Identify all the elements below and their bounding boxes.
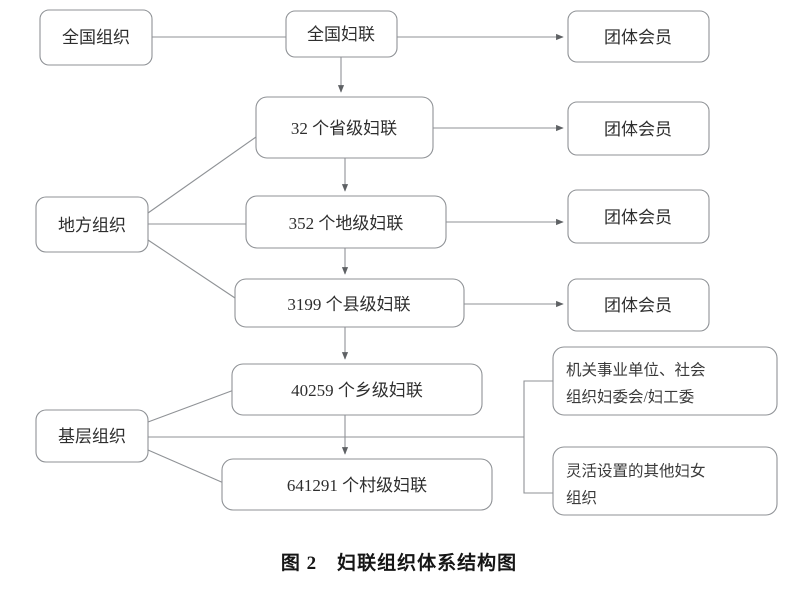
node-village-federations-label: 641291 个村级妇联 bbox=[287, 476, 427, 495]
node-local-group[interactable]: 地方组织 bbox=[35, 196, 149, 253]
connector-local-group-to-county bbox=[147, 239, 239, 301]
node-county-federations[interactable]: 3199 个县级妇联 bbox=[234, 278, 465, 328]
node-grassroots-unit-2-line-2: 组织 bbox=[566, 489, 597, 507]
node-township-federations[interactable]: 40259 个乡级妇联 bbox=[231, 363, 483, 416]
node-national-federation-label: 全国妇联 bbox=[307, 25, 375, 44]
node-village-federations[interactable]: 641291 个村级妇联 bbox=[221, 458, 493, 511]
node-local-group-label: 地方组织 bbox=[58, 216, 126, 235]
node-national-group-label: 全国组织 bbox=[62, 28, 130, 47]
node-group-member-2-label: 团体会员 bbox=[604, 120, 672, 139]
node-prefecture-federations-label: 352 个地级妇联 bbox=[289, 214, 404, 233]
node-grassroots-unit-2[interactable]: 灵活设置的其他妇女 组织 bbox=[552, 446, 778, 516]
connector-local-group-to-provincial bbox=[147, 136, 257, 214]
node-national-group[interactable]: 全国组织 bbox=[39, 9, 153, 66]
node-group-member-3[interactable]: 团体会员 bbox=[567, 189, 710, 244]
node-township-federations-label: 40259 个乡级妇联 bbox=[291, 381, 423, 400]
node-group-member-4-label: 团体会员 bbox=[604, 296, 672, 315]
node-group-member-4[interactable]: 团体会员 bbox=[567, 278, 710, 332]
node-group-member-3-label: 团体会员 bbox=[604, 208, 672, 227]
node-group-member-1-label: 团体会员 bbox=[604, 28, 672, 47]
node-group-member-2[interactable]: 团体会员 bbox=[567, 101, 710, 156]
node-prefecture-federations[interactable]: 352 个地级妇联 bbox=[245, 195, 447, 249]
node-grassroots-group-label: 基层组织 bbox=[58, 427, 126, 446]
node-grassroots-unit-1-line-1: 机关事业单位、社会 bbox=[566, 361, 706, 379]
figure-caption: 图 2 妇联组织体系结构图 bbox=[280, 553, 518, 574]
node-national-federation[interactable]: 全国妇联 bbox=[285, 10, 398, 58]
node-grassroots-unit-1[interactable]: 机关事业单位、社会 组织妇委会/妇工委 bbox=[552, 346, 778, 416]
node-county-federations-label: 3199 个县级妇联 bbox=[287, 295, 410, 314]
bracket-grassroots-units bbox=[523, 380, 553, 494]
node-grassroots-unit-1-line-2: 组织妇委会/妇工委 bbox=[566, 388, 694, 406]
connector-grassroots-group-to-township bbox=[147, 389, 235, 423]
node-provincial-federations-label: 32 个省级妇联 bbox=[291, 119, 397, 138]
connector-grassroots-group-to-village bbox=[147, 449, 227, 485]
node-group-member-1[interactable]: 团体会员 bbox=[567, 10, 710, 63]
node-provincial-federations[interactable]: 32 个省级妇联 bbox=[255, 96, 434, 159]
node-grassroots-unit-2-line-1: 灵活设置的其他妇女 bbox=[566, 461, 706, 480]
node-grassroots-group[interactable]: 基层组织 bbox=[35, 409, 149, 463]
